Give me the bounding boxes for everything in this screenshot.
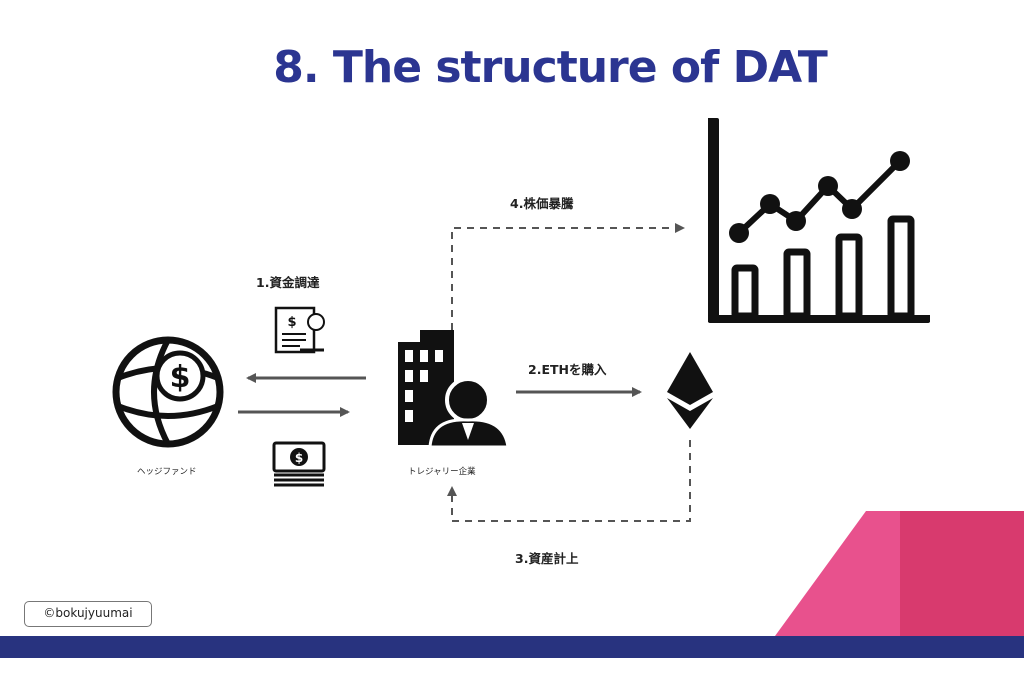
flow-label-fundraising: 1.資金調達 xyxy=(256,275,320,290)
hedge-fund-label: ヘッジファンド xyxy=(137,467,197,477)
svg-text:$: $ xyxy=(287,315,296,330)
flow-label-stock-surge: 4.株価暴騰 xyxy=(510,196,574,211)
footer-bar xyxy=(0,636,1024,658)
flow-arrow-asset-recording xyxy=(447,440,691,522)
svg-text:$: $ xyxy=(295,451,303,465)
flow-arrow-stock-surge xyxy=(451,223,685,330)
rising-stock-chart-icon xyxy=(708,118,930,323)
flow-label-asset-recording: 3.資産計上 xyxy=(515,551,579,566)
treasury-company-label: トレジャリー企業 xyxy=(408,467,476,477)
page-title: 8. The structure of DAT xyxy=(273,42,828,93)
cash-stack-icon: $ xyxy=(272,441,326,487)
globe-dollar-icon: $ xyxy=(112,336,224,448)
flow-label-buy-eth: 2.ETHを購入 xyxy=(528,362,607,377)
decorative-corner-shape xyxy=(775,511,1024,636)
svg-text:$: $ xyxy=(170,360,191,395)
contract-document-icon: $ xyxy=(274,306,325,354)
ethereum-icon xyxy=(667,352,713,429)
office-building-businessman-icon xyxy=(398,330,510,449)
credit-badge: ©bokujyuumai xyxy=(24,601,152,627)
